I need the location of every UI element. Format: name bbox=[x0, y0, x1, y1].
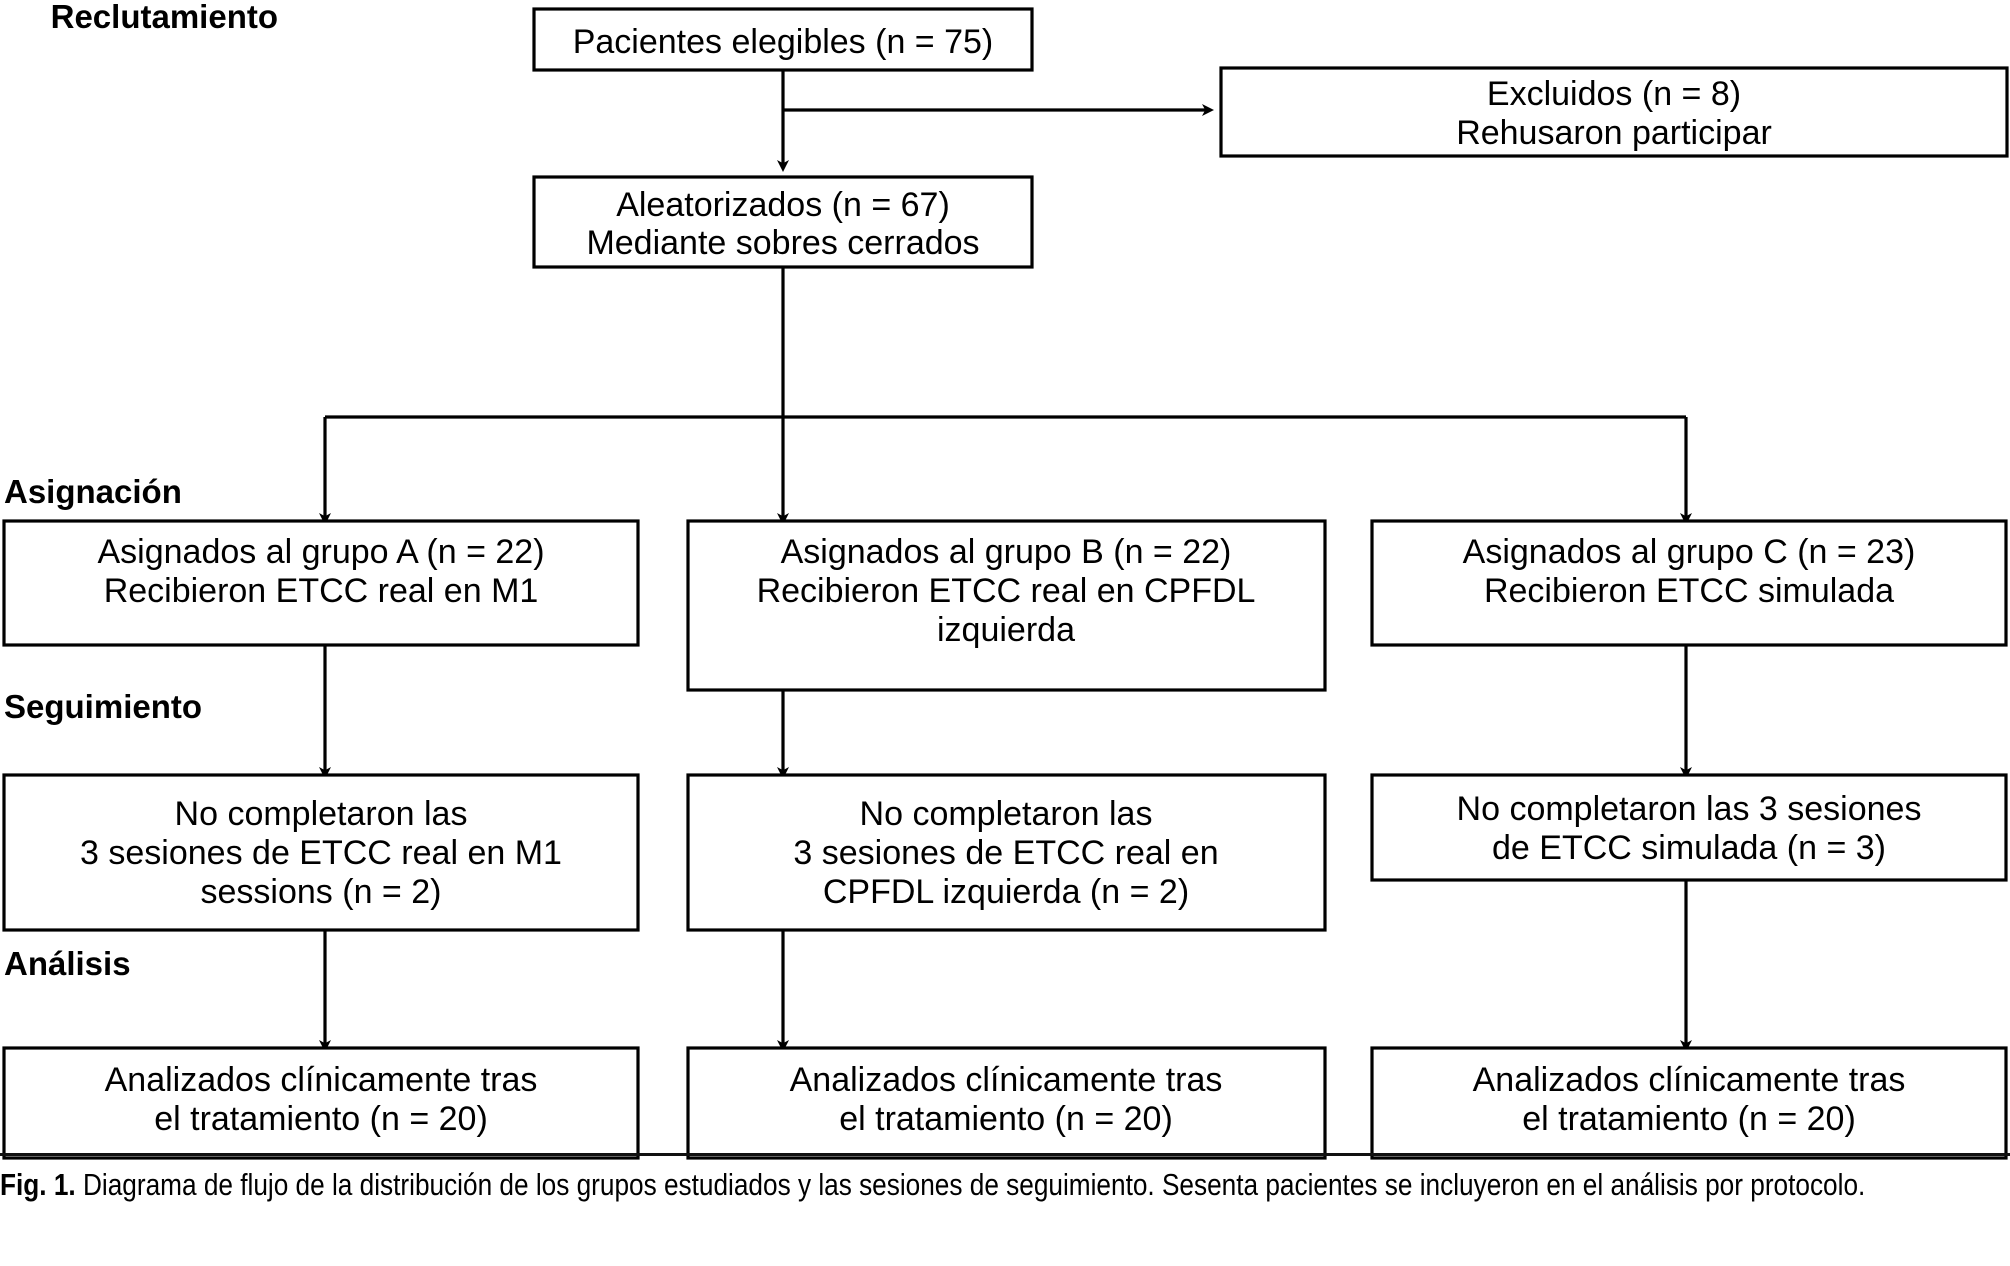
node-followup-c-line-1: No completaron las 3 sesiones bbox=[1457, 790, 1922, 828]
figure-caption: Fig. 1. Diagrama de flujo de la distribu… bbox=[0, 1156, 2009, 1204]
connector-group bbox=[319, 70, 1692, 1052]
node-allocation-b-box bbox=[686, 519, 1327, 692]
stage-label-recruitment: Reclutamiento bbox=[51, 0, 278, 35]
figure-caption-block: Fig. 1. Diagrama de flujo de la distribu… bbox=[0, 1153, 2010, 1204]
stage-label-allocation: Asignación bbox=[4, 473, 182, 510]
node-followup-c-line-2: de ETCC simulada (n = 3) bbox=[1492, 829, 1886, 867]
node-allocation-a-box bbox=[2, 519, 640, 647]
node-analysis-b-line-2: el tratamiento (n = 20) bbox=[839, 1100, 1173, 1138]
node-allocation-c-box bbox=[1370, 519, 2008, 647]
node-randomized-line-2: Mediante sobres cerrados bbox=[586, 224, 979, 262]
node-eligible: Pacientes elegibles (n = 75) bbox=[532, 7, 1034, 72]
node-analysis-a-line-1: Analizados clínicamente tras bbox=[105, 1061, 538, 1099]
node-eligible-box bbox=[532, 7, 1034, 72]
node-excluded: Excluidos (n = 8) Rehusaron participar bbox=[1219, 66, 2009, 158]
node-analysis-b-line-1: Analizados clínicamente tras bbox=[790, 1061, 1223, 1099]
node-allocation-a-line-2: Recibieron ETCC real en M1 bbox=[104, 572, 539, 610]
node-followup-a-line-2: 3 sesiones de ETCC real en M1 bbox=[80, 834, 562, 872]
node-allocation-b-line-1: Asignados al grupo B (n = 22) bbox=[781, 533, 1232, 571]
stage-label-analysis: Análisis bbox=[4, 945, 131, 982]
node-allocation-a-line-1: Asignados al grupo A (n = 22) bbox=[97, 533, 544, 571]
node-eligible-line-1: Pacientes elegibles (n = 75) bbox=[573, 23, 994, 61]
node-allocation-b-line-2: Recibieron ETCC real en CPFDL bbox=[757, 572, 1256, 610]
node-followup-b-line-2: 3 sesiones de ETCC real en bbox=[793, 834, 1218, 872]
node-analysis-a-box bbox=[2, 1046, 640, 1160]
node-allocation-b: Asignados al grupo B (n = 22) Recibieron… bbox=[686, 519, 1327, 692]
node-analysis-b-box bbox=[686, 1046, 1327, 1160]
node-excluded-box bbox=[1219, 66, 2009, 158]
node-allocation-a: Asignados al grupo A (n = 22) Recibieron… bbox=[2, 519, 640, 647]
node-analysis-c-box bbox=[1370, 1046, 2008, 1160]
node-excluded-line-2: Rehusaron participar bbox=[1456, 114, 1772, 152]
node-analysis-b: Analizados clínicamente tras el tratamie… bbox=[686, 1046, 1327, 1160]
node-allocation-b-line-3: izquierda bbox=[937, 611, 1075, 649]
node-followup-b-line-1: No completaron las bbox=[860, 795, 1153, 833]
node-analysis-c: Analizados clínicamente tras el tratamie… bbox=[1370, 1046, 2008, 1160]
node-randomized-box bbox=[532, 175, 1034, 269]
node-allocation-c: Asignados al grupo C (n = 23) Recibieron… bbox=[1370, 519, 2008, 647]
node-excluded-line-1: Excluidos (n = 8) bbox=[1487, 75, 1741, 113]
node-followup-c-box bbox=[1370, 773, 2008, 882]
stage-label-followup: Seguimiento bbox=[4, 688, 202, 725]
node-followup-a-line-1: No completaron las bbox=[175, 795, 468, 833]
node-randomized-line-1: Aleatorizados (n = 67) bbox=[616, 186, 950, 224]
node-analysis-c-line-1: Analizados clínicamente tras bbox=[1473, 1061, 1906, 1099]
caption-divider bbox=[0, 1153, 2010, 1156]
node-randomized: Aleatorizados (n = 67) Mediante sobres c… bbox=[532, 175, 1034, 269]
node-followup-c: No completaron las 3 sesiones de ETCC si… bbox=[1370, 773, 2008, 882]
node-followup-b: No completaron las 3 sesiones de ETCC re… bbox=[686, 773, 1327, 932]
node-allocation-c-line-2: Recibieron ETCC simulada bbox=[1484, 572, 1894, 610]
node-followup-b-line-3: CPFDL izquierda (n = 2) bbox=[823, 873, 1189, 911]
node-followup-a: No completaron las 3 sesiones de ETCC re… bbox=[2, 773, 640, 932]
node-analysis-a-line-2: el tratamiento (n = 20) bbox=[154, 1100, 488, 1138]
node-followup-a-line-3: sessions (n = 2) bbox=[201, 873, 442, 911]
node-followup-b-box bbox=[686, 773, 1327, 932]
node-followup-a-box bbox=[2, 773, 640, 932]
node-allocation-c-line-1: Asignados al grupo C (n = 23) bbox=[1463, 533, 1916, 571]
figure-caption-text: Diagrama de flujo de la distribución de … bbox=[82, 1167, 1866, 1202]
node-analysis-c-line-2: el tratamiento (n = 20) bbox=[1522, 1100, 1856, 1138]
node-analysis-a: Analizados clínicamente tras el tratamie… bbox=[2, 1046, 640, 1160]
figure-number: Fig. 1. bbox=[0, 1167, 76, 1202]
